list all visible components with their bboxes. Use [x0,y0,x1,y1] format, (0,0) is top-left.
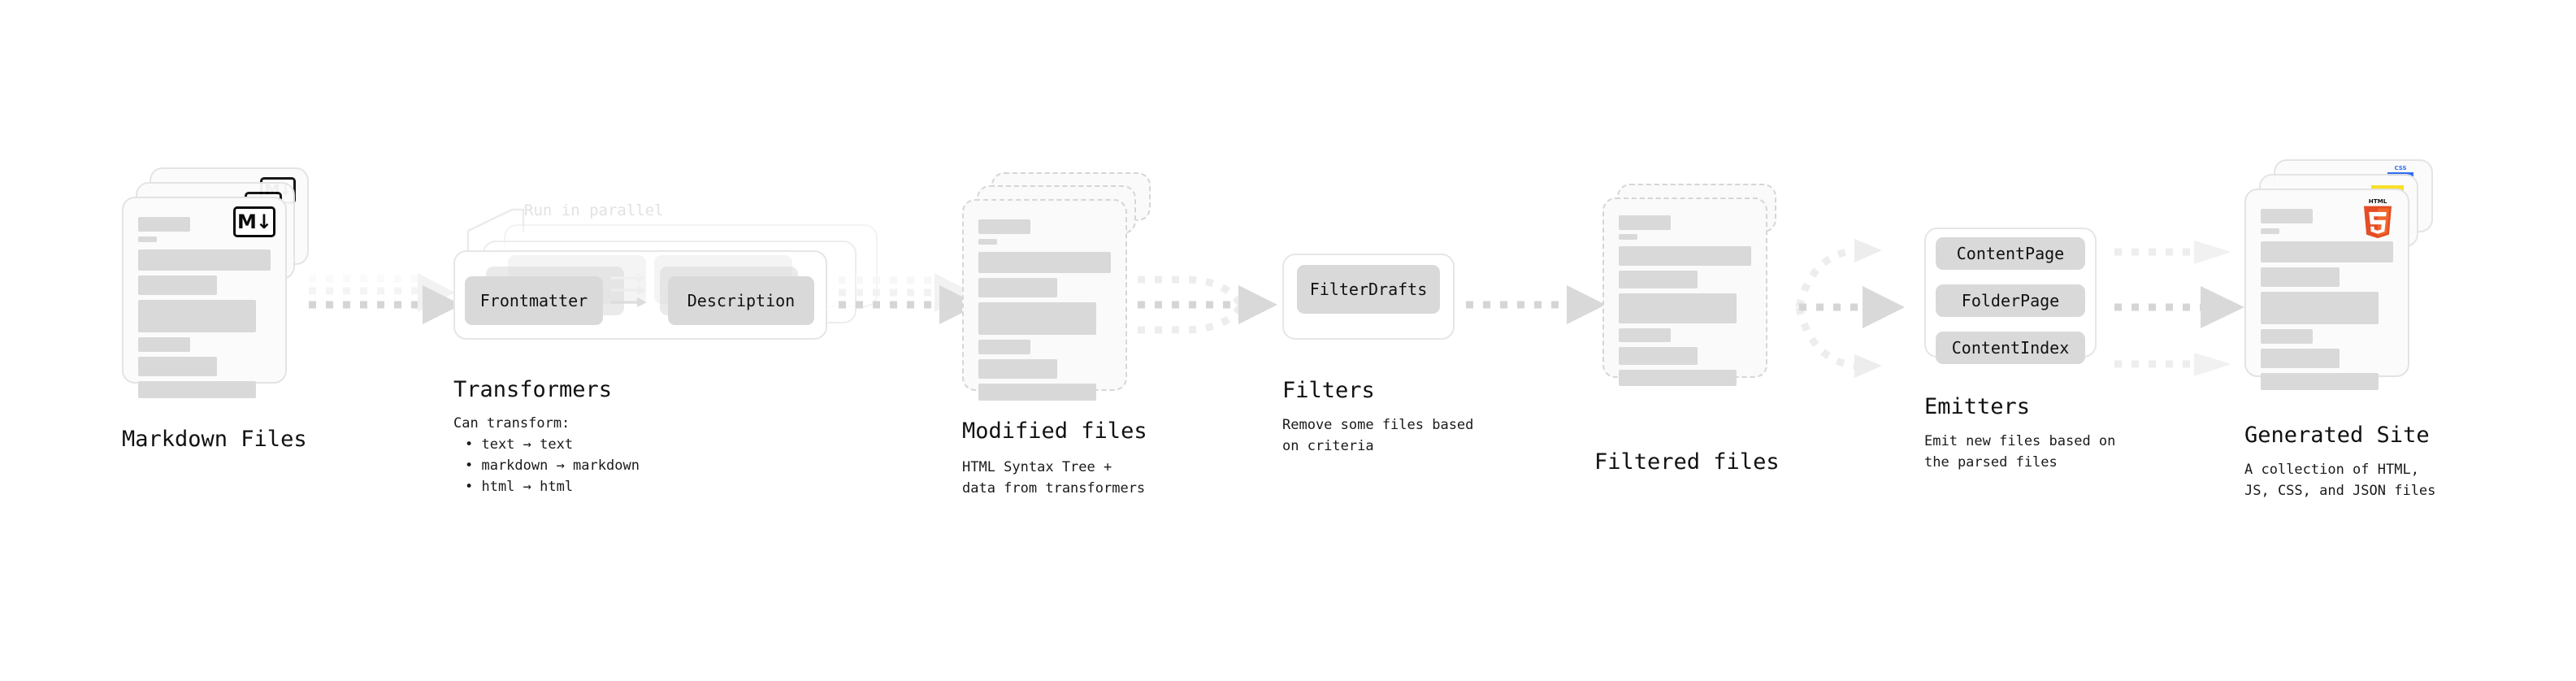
skeleton-line [1619,234,1637,240]
chip-contentpage[interactable]: ContentPage [1936,237,2085,270]
run-in-parallel-label: Run in parallel [524,202,664,219]
filters-subtitle: Remove some files based on criteria [1282,417,1474,455]
generated-site-subtitle: A collection of HTML, JS, CSS, and JSON … [2244,462,2436,500]
filters-title: Filters [1282,378,1375,403]
emitters-subtitle: Emit new files based on the parsed files [1924,433,2116,471]
html5-icon: HTML [2363,197,2392,239]
skeleton-line [2261,209,2313,223]
skeleton-line [1619,293,1737,323]
chip-contentpage-label: ContentPage [1956,244,2065,263]
filtered-card-front [1602,197,1767,386]
markdown-card-front: M↓ [122,197,287,398]
run-in-parallel-bracket [466,208,525,250]
skeleton-line [138,236,157,242]
generated-site-title: Generated Site [2244,423,2430,448]
filtered-files-title: Filtered files [1594,449,1780,475]
markdown-icon: M↓ [233,206,275,237]
modified-files-subtitle: HTML Syntax Tree + data from transformer… [962,459,1146,497]
arrow-markdown-to-transformers [309,273,462,324]
skeleton-line [138,275,217,295]
chip-description[interactable]: Description [668,276,814,325]
svg-text:HTML: HTML [2369,197,2387,205]
markdown-files-title: Markdown Files [122,427,307,452]
chip-filterdrafts-label: FilterDrafts [1309,280,1428,299]
skeleton-line [138,300,256,332]
transformers-bullet-2: • html → html [465,479,574,495]
arrow-transformers-to-modified [839,273,978,324]
chip-description-label: Description [687,291,796,310]
transformers-bullet-0: • text → text [465,436,574,453]
skeleton-line [1619,246,1751,266]
arrow-filters-to-filtered [1466,285,1606,324]
skeleton-line [1619,215,1671,230]
chip-contentindex[interactable]: ContentIndex [1936,332,2085,364]
chip-filterdrafts[interactable]: FilterDrafts [1297,265,1440,314]
transformer-inner-arrows [611,273,647,307]
skeleton-line [1619,347,1698,365]
skeleton-line [2261,241,2393,262]
skeleton-line [1619,271,1698,288]
skeleton-line [1619,328,1671,342]
transformers-subtitle-heading: Can transform: [453,415,570,432]
skeleton-line [1619,370,1737,386]
skeleton-line [978,340,1030,354]
chip-frontmatter-label: Frontmatter [479,291,588,310]
transformers-bullet-1: • markdown → markdown [465,458,640,474]
css3-icon-label: CSS [2394,165,2407,171]
skeleton-line [2261,373,2379,390]
skeleton-line [978,252,1111,273]
skeleton-line [138,381,256,398]
arrow-filtered-to-emitters [1795,239,1905,378]
skeleton-line [138,337,190,352]
chip-frontmatter[interactable]: Frontmatter [465,276,603,325]
skeleton-line [978,384,1096,401]
skeleton-line [138,357,217,376]
transformers-title: Transformers [453,377,613,402]
generated-card-front: HTML [2244,189,2409,390]
skeleton-line [138,217,190,232]
chip-contentindex-label: ContentIndex [1951,338,2070,358]
modified-card-front [962,199,1127,401]
skeleton-line [978,239,997,245]
chip-folderpage-label: FolderPage [1961,291,2060,310]
skeleton-line [2261,267,2340,287]
skeleton-line [978,359,1057,379]
modified-files-title: Modified files [962,419,1147,444]
skeleton-line [2261,292,2379,324]
skeleton-line [978,219,1030,234]
skeleton-line [2261,349,2340,368]
skeleton-line [138,249,271,271]
skeleton-line [978,302,1096,335]
skeleton-line [978,278,1057,297]
arrow-modified-to-filters [1138,275,1277,334]
chip-folderpage[interactable]: FolderPage [1936,284,2085,317]
skeleton-line [2261,329,2313,344]
emitters-title: Emitters [1924,394,2031,419]
skeleton-line [2261,228,2279,234]
arrow-emitters-to-site [2114,241,2244,376]
